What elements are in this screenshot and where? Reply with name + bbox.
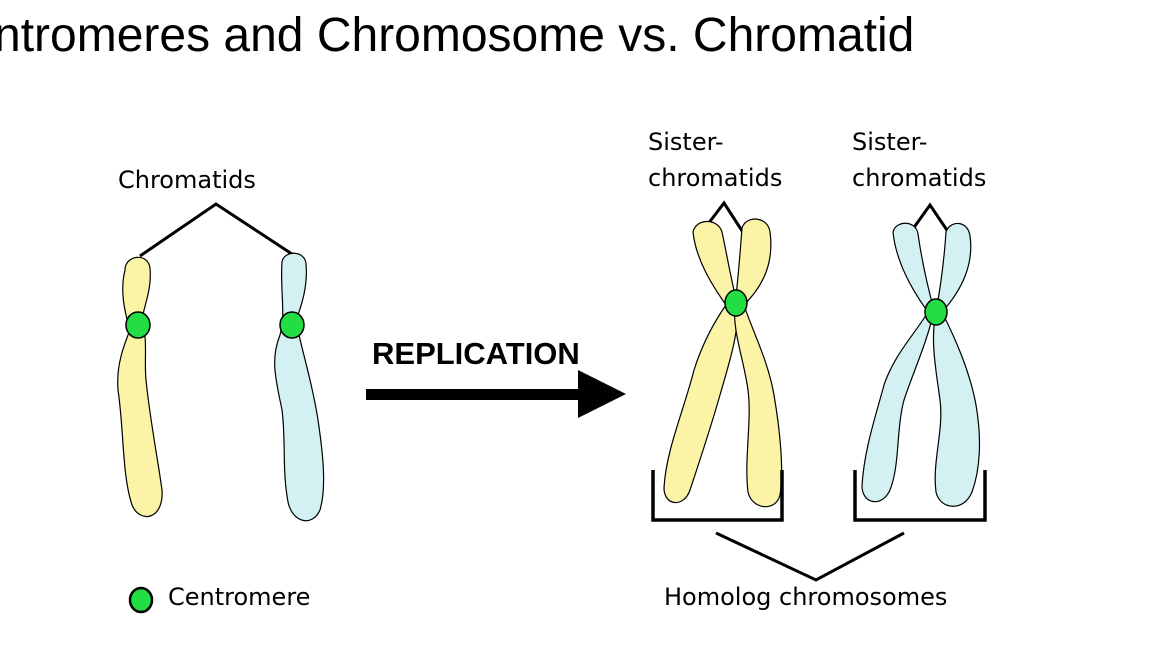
homolog-pointer-lines [715, 531, 905, 582]
chromatid-yellow [117, 256, 163, 518]
bracket-yellow [651, 470, 784, 522]
sister-chromatids-label-right-line1: Sister- [852, 128, 928, 156]
sister-chromatid-yellow-right [733, 218, 783, 508]
chromatids-label: Chromatids [118, 166, 256, 194]
sister-chromatids-label-left-line2: chromatids [648, 164, 782, 192]
chromatids-pointer-lines [139, 202, 296, 258]
sister-chromatids-pointer-left [703, 200, 750, 241]
centromere-dot-replicated-blue [924, 298, 948, 326]
replicated-chromosome-yellow [663, 218, 783, 508]
sister-chromatids-label-left-line1: Sister- [648, 128, 724, 156]
centromere-dot-replicated-yellow [724, 289, 748, 317]
centromere-legend-label: Centromere [168, 583, 310, 611]
chromatid-blue [274, 252, 325, 522]
sister-chromatid-yellow-left [663, 220, 739, 504]
centromere-legend-icon [128, 586, 154, 614]
sister-chromatid-blue-left [861, 222, 935, 503]
replication-arrow-shaft [366, 389, 584, 400]
sister-chromatids-label-right-line2: chromatids [852, 164, 986, 192]
sister-chromatid-blue-right [932, 222, 981, 507]
bracket-blue [853, 470, 987, 522]
slide-title: ntromeres and Chromosome vs. Chromatid [0, 9, 915, 62]
centromere-dot-yellow [125, 311, 151, 339]
replicated-chromosome-blue [861, 222, 981, 507]
homolog-chromosomes-label: Homolog chromosomes [664, 583, 947, 611]
centromere-dot-blue [279, 311, 305, 339]
replication-label: REPLICATION [372, 336, 580, 371]
replication-arrow-head [578, 370, 626, 418]
